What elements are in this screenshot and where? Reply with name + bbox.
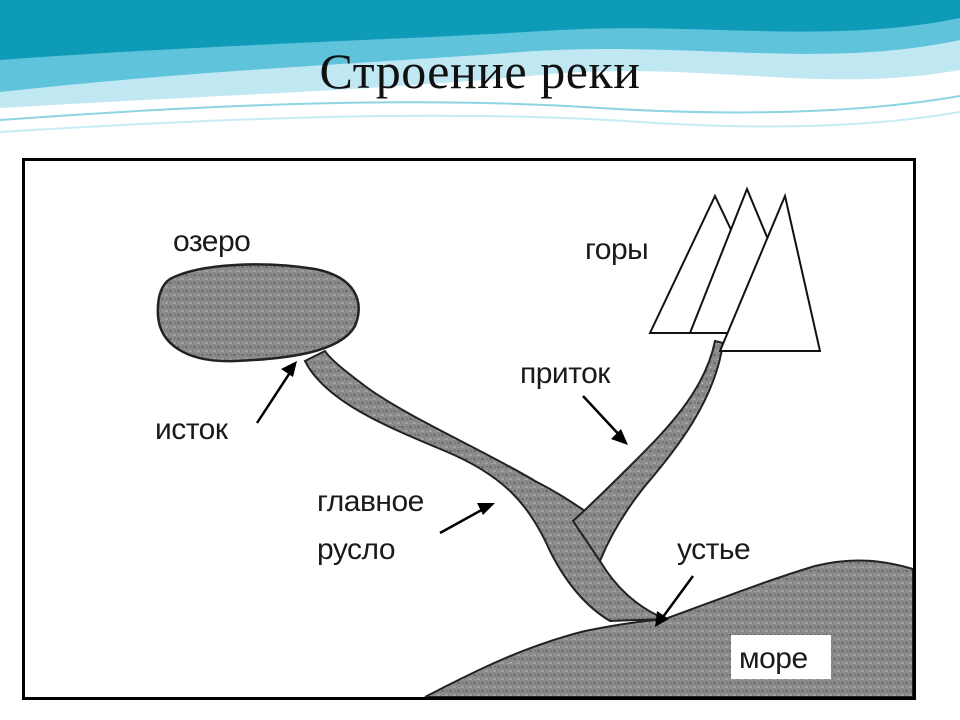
label-source: исток	[155, 413, 229, 446]
label-tributary: приток	[520, 357, 611, 390]
header-wave-line	[0, 95, 960, 121]
arrow-source	[255, 367, 295, 424]
sea-label-box	[731, 635, 831, 679]
arrow-tributary	[582, 395, 624, 440]
tributary-shape	[571, 339, 725, 564]
page-title: Строение реки	[319, 43, 641, 99]
main-channel-shape	[303, 349, 666, 623]
label-main-channel-line2: русло	[317, 533, 395, 566]
label-mountains: горы	[585, 233, 648, 266]
arrow-mouth	[658, 575, 695, 622]
arrow-main-channel	[439, 505, 488, 535]
river-structure-diagram: озеро горы исток приток главное русло ус…	[22, 158, 916, 700]
lake-shape	[156, 263, 360, 363]
header-wave-dark	[0, 0, 960, 60]
arrowheads	[281, 361, 669, 627]
arrows	[255, 367, 695, 622]
header-wave-decoration	[0, 0, 960, 133]
arrowhead-mouth	[655, 611, 669, 627]
label-lake: озеро	[173, 225, 250, 258]
arrowhead-tributary	[611, 429, 628, 445]
mountains-icon	[648, 186, 822, 352]
mountain-right	[718, 192, 822, 352]
arrowhead-main-channel	[477, 503, 495, 515]
label-main-channel-line1: главное	[317, 485, 424, 518]
header-wave-line-2	[0, 111, 960, 133]
label-sea: море	[739, 642, 808, 675]
sea-shape	[424, 559, 913, 697]
label-mouth: устье	[677, 533, 750, 566]
arrowhead-source	[281, 361, 297, 377]
